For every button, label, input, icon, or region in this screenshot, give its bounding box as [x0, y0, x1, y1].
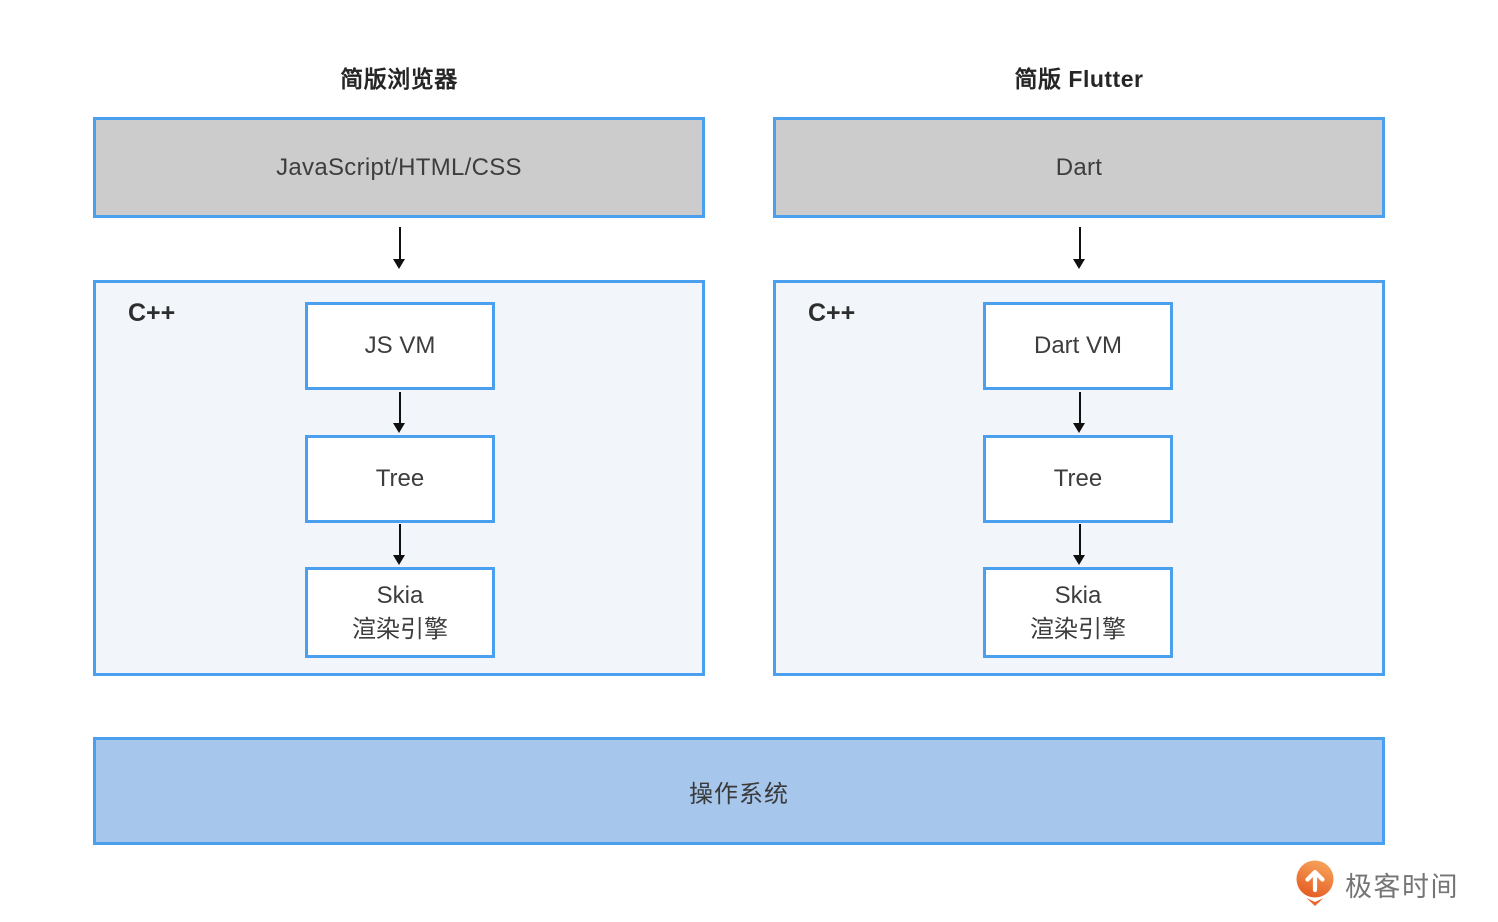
- node-skia-right: Skia 渲染引擎: [983, 567, 1173, 658]
- right-language-box: Dart: [773, 117, 1385, 218]
- arrow-head: [1073, 423, 1085, 433]
- arrow-head: [1073, 259, 1085, 269]
- arrow-down-icon: [393, 392, 406, 433]
- arrow-head: [393, 259, 405, 269]
- arrow-down-icon: [1073, 524, 1086, 565]
- left-language-box: JavaScript/HTML/CSS: [93, 117, 705, 218]
- right-language-label: Dart: [1055, 153, 1103, 181]
- node-label: JS VM: [364, 332, 436, 360]
- arrow-head: [393, 423, 405, 433]
- arrow-down-icon: [1073, 227, 1086, 269]
- left-language-label: JavaScript/HTML/CSS: [276, 153, 522, 181]
- right-cpp-label: C++: [808, 299, 856, 327]
- arrow-shaft: [1078, 227, 1081, 260]
- branding-logo-text: 极客时间: [1345, 871, 1459, 902]
- left-column-title: 简版浏览器: [340, 66, 458, 92]
- arrow-shaft: [398, 524, 401, 556]
- geektime-logo-icon: [1296, 860, 1334, 906]
- node-dart-vm: Dart VM: [983, 302, 1173, 390]
- arrow-shaft: [398, 227, 401, 260]
- node-label-line2: 渲染引擎: [1030, 615, 1126, 643]
- left-cpp-label: C++: [128, 299, 176, 327]
- node-tree-right: Tree: [983, 435, 1173, 523]
- node-label-line2: 渲染引擎: [352, 615, 448, 643]
- node-skia-left: Skia 渲染引擎: [305, 567, 495, 658]
- os-bar-label: 操作系统: [689, 780, 789, 808]
- node-label: Tree: [1053, 465, 1103, 493]
- node-tree-left: Tree: [305, 435, 495, 523]
- node-js-vm: JS VM: [305, 302, 495, 390]
- branding: 极客时间: [1294, 858, 1459, 910]
- node-label: Tree: [375, 465, 425, 493]
- node-label: Skia: [1054, 582, 1102, 610]
- os-bar: 操作系统: [93, 737, 1385, 845]
- arrow-head: [393, 555, 405, 565]
- arrow-shaft: [398, 392, 401, 424]
- arrow-shaft: [1078, 392, 1081, 424]
- arrow-shaft: [1078, 524, 1081, 556]
- right-column-title: 简版 Flutter: [1014, 66, 1144, 92]
- arrow-down-icon: [393, 524, 406, 565]
- arrow-down-icon: [1073, 392, 1086, 433]
- node-label: Dart VM: [1033, 332, 1122, 360]
- node-label: Skia: [376, 582, 424, 610]
- arrow-down-icon: [393, 227, 406, 269]
- arrow-head: [1073, 555, 1085, 565]
